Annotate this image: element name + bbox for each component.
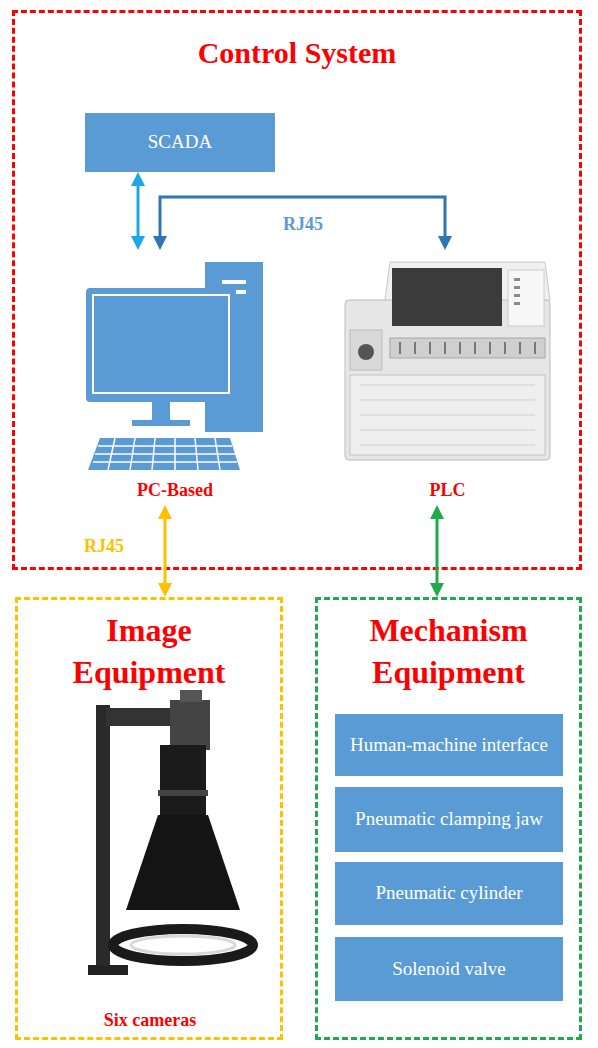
lens-ring xyxy=(158,790,208,796)
ring-light-diffuser xyxy=(131,936,235,954)
connector xyxy=(131,172,145,250)
system-group: Control SystemSCADA PC-Based PLC xyxy=(12,10,582,570)
arrow-head xyxy=(158,505,172,519)
keyboard-keys xyxy=(93,438,237,470)
connector-line xyxy=(137,186,140,236)
connector-line xyxy=(164,519,167,583)
terminal-screws xyxy=(400,342,535,354)
box-label: Pneumatic cylinder xyxy=(367,881,530,906)
plc-socket xyxy=(358,344,374,360)
arrow-head xyxy=(131,236,145,250)
box-label: Human-machine interface xyxy=(342,733,556,758)
camera-foot xyxy=(88,965,128,975)
connector xyxy=(158,505,172,597)
arrow-head xyxy=(430,583,444,597)
keyboard xyxy=(88,438,240,470)
connector-line xyxy=(160,197,445,236)
plc-lower-body xyxy=(350,375,545,455)
camera-knob xyxy=(180,690,202,702)
arrow-head xyxy=(430,505,444,519)
screen xyxy=(93,295,229,393)
group-title: Mechanism Equipment xyxy=(349,610,549,693)
connector-label: RJ45 xyxy=(283,214,323,235)
device-box: Human-machine interface xyxy=(335,714,563,776)
equipment-group: Mechanism EquipmentHuman-machine interfa… xyxy=(315,597,582,1040)
plc-leds xyxy=(514,278,520,305)
plc-panel xyxy=(392,268,502,326)
camera-bracket xyxy=(170,700,210,750)
group-title: Control System xyxy=(97,33,497,72)
monitor xyxy=(86,288,236,402)
connector xyxy=(153,197,452,250)
box-label: SCADA xyxy=(140,130,220,155)
arrow-head xyxy=(438,236,452,250)
camera-illustration xyxy=(88,690,253,975)
telecentric-cone xyxy=(126,815,240,910)
plc-illustration xyxy=(345,262,550,460)
plc-led-panel xyxy=(508,270,544,326)
connector-label: RJ45 xyxy=(84,536,124,557)
camera-node: Six cameras xyxy=(40,690,260,1035)
device-box: Pneumatic cylinder xyxy=(335,862,563,925)
device-label: PLC xyxy=(340,480,555,501)
arrow-head xyxy=(131,172,145,186)
camera-lens xyxy=(160,745,206,815)
device-label: PC-Based xyxy=(75,480,275,501)
connector-line xyxy=(436,519,439,583)
plc-terminals xyxy=(390,338,545,358)
connector xyxy=(430,505,444,597)
plc-node: PLC xyxy=(340,250,555,505)
software-box: SCADA xyxy=(85,113,275,172)
plc-port xyxy=(350,330,382,370)
monitor-neck xyxy=(152,402,170,420)
box-label: Pneumatic clamping jaw xyxy=(347,807,551,832)
ring-light xyxy=(113,929,253,961)
group-title: Image Equipment xyxy=(54,610,244,693)
plc-ribs xyxy=(360,385,535,445)
computer-node: PC-Based xyxy=(75,250,275,505)
device-label: Six cameras xyxy=(40,1010,260,1031)
tower-slot xyxy=(222,280,246,284)
monitor-base xyxy=(132,420,190,426)
device-box: Pneumatic clamping jaw xyxy=(335,787,563,852)
arrow-head xyxy=(158,583,172,597)
box-label: Solenoid valve xyxy=(384,957,513,982)
device-box: Solenoid valve xyxy=(335,937,563,1001)
arrow-head xyxy=(153,236,167,250)
equipment-group: Image EquipmentSix cameras xyxy=(15,597,283,1040)
camera-post xyxy=(96,705,110,970)
camera-arm xyxy=(106,708,176,726)
computer-illustration xyxy=(86,262,263,470)
